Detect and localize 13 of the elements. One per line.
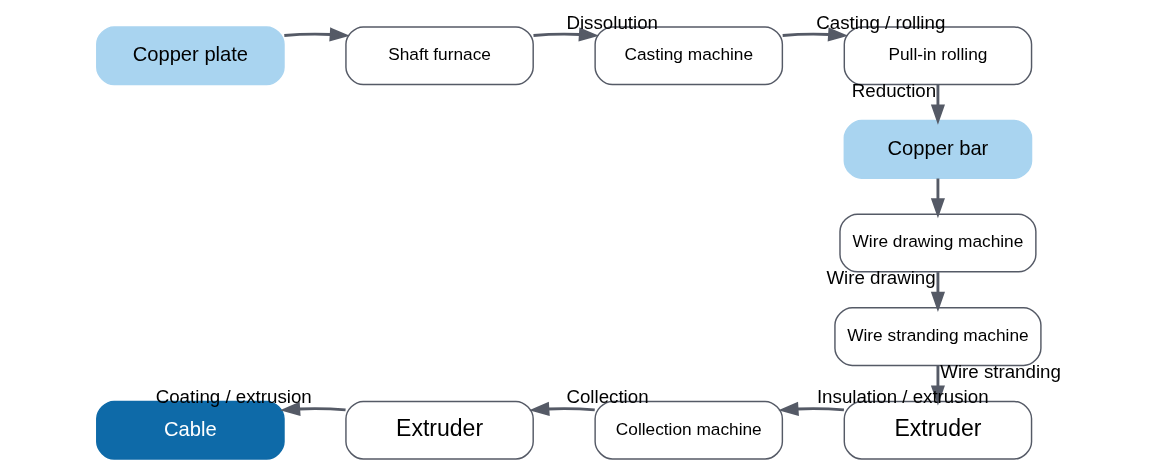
arrow [930, 272, 945, 312]
arrow [283, 27, 350, 42]
arrow [532, 27, 599, 42]
node-box: Extruder [344, 400, 534, 460]
arrow [930, 84, 945, 125]
node-box: Copper plate [95, 26, 285, 86]
arrow [782, 27, 848, 42]
arrow [279, 401, 346, 416]
arrow [777, 401, 844, 416]
arrow [930, 178, 945, 219]
node-box: Shaft furnace [344, 26, 534, 86]
arrow [528, 401, 595, 416]
node-box: Copper bar [843, 119, 1032, 179]
